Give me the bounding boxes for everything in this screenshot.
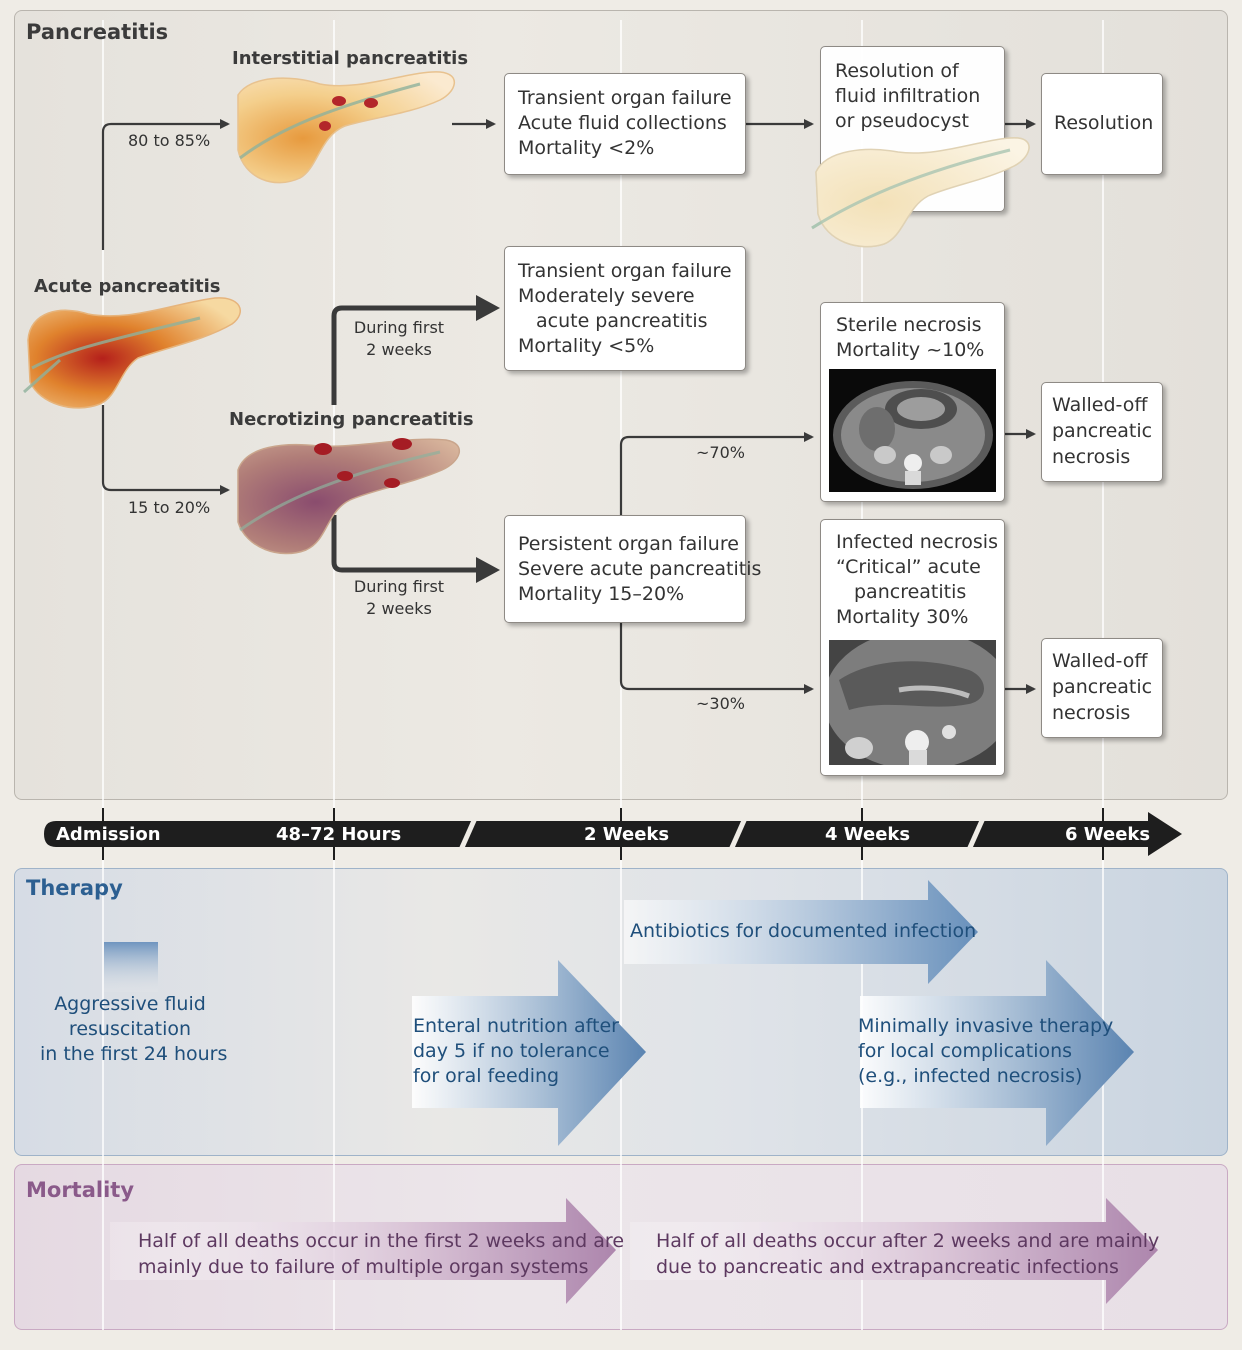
acute-pancreas-illustration — [23, 297, 241, 409]
necrotizing-pancreatitis-label: Necrotizing pancreatitis — [229, 409, 474, 430]
acute-pancreatitis-label: Acute pancreatitis — [34, 276, 221, 297]
tick-4-weeks: 4 Weeks — [825, 824, 911, 845]
necrotizing-pancreas-illustration — [237, 438, 460, 555]
box-transient-fluid: Transient organ failure Acute fluid coll… — [504, 73, 746, 175]
interstitial-pancreatitis-label: Interstitial pancreatitis — [232, 48, 469, 69]
interstitial-pancreas-illustration — [237, 71, 455, 184]
box-walled-off-2: Walled-off pancreatic necrosis — [1041, 638, 1163, 738]
box-persistent: Persistent organ failure Severe acute pa… — [504, 515, 761, 623]
ct-scan-infected — [829, 640, 996, 765]
mortality-title: Mortality — [26, 1178, 135, 1202]
pct-sterile: ~70% — [696, 443, 745, 462]
tick-2-weeks: 2 Weeks — [584, 824, 670, 845]
tick-admission: Admission — [56, 824, 161, 845]
therapy-minimally-invasive-text: Minimally invasive therapy for local com… — [858, 1015, 1114, 1087]
mortality-arrows — [110, 1198, 1158, 1304]
flow-connectors — [101, 119, 1036, 694]
therapy-enteral-text: Enteral nutrition after day 5 if no tole… — [413, 1015, 619, 1087]
pct-necrotizing: 15 to 20% — [128, 498, 211, 517]
therapy-arrows — [104, 880, 1134, 1146]
timeline-bar — [44, 808, 1182, 860]
thick-connectors — [331, 305, 478, 573]
pancreatitis-title: Pancreatitis — [26, 20, 169, 44]
therapy-title: Therapy — [26, 876, 123, 900]
during-first-top: During first 2 weeks — [353, 318, 445, 359]
tick-48-72-hours: 48–72 Hours — [276, 824, 402, 845]
during-first-bottom: During first 2 weeks — [353, 577, 445, 618]
resolved-pancreas-overlay — [811, 137, 1030, 248]
box-walled-off-1: Walled-off pancreatic necrosis — [1041, 382, 1163, 482]
mortality-early-text: Half of all deaths occur in the first 2 … — [138, 1230, 625, 1278]
tick-6-weeks: 6 Weeks — [1065, 824, 1151, 845]
mortality-late-text: Half of all deaths occur after 2 weeks a… — [656, 1230, 1160, 1278]
pct-infected: ~30% — [696, 694, 745, 713]
box-moderate: Transient organ failure Moderately sever… — [504, 246, 746, 371]
ct-scan-sterile — [829, 369, 996, 492]
therapy-fluid-text: Aggressive fluid resuscitation in the fi… — [40, 993, 228, 1065]
therapy-antibiotics-text: Antibiotics for documented infection — [630, 920, 977, 942]
box-resolution: Resolution — [1041, 73, 1163, 175]
pct-interstitial: 80 to 85% — [128, 131, 211, 150]
